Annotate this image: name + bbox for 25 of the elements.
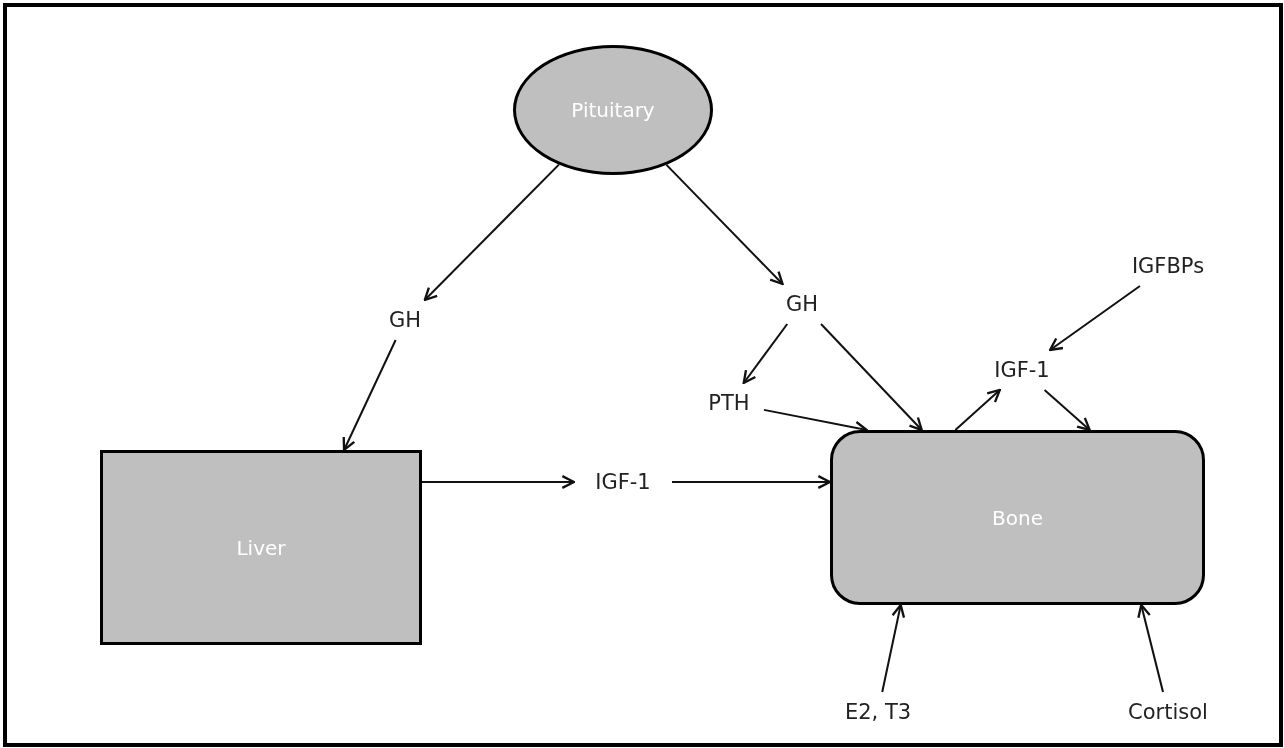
arrow: [1048, 285, 1141, 352]
arrow: [342, 339, 397, 452]
arrow: [1137, 603, 1164, 693]
hormone-label: GH: [785, 292, 819, 316]
hormone-label: IGFBPs: [1131, 254, 1205, 278]
arrow: [1043, 389, 1091, 432]
hormone-label: IGF-1: [595, 470, 651, 494]
organ-label: Liver: [236, 535, 286, 560]
organ-label: Bone: [992, 505, 1043, 530]
organ-box: [100, 450, 422, 645]
arrow: [421, 475, 576, 489]
hormone-label: E2, T3: [844, 700, 912, 724]
hormone-label: IGF-1: [994, 358, 1050, 382]
arrow: [671, 475, 832, 489]
arrow: [665, 163, 784, 286]
organ-rounded-box: [830, 430, 1205, 605]
arrow: [820, 323, 923, 432]
hormone-label: PTH: [708, 391, 750, 415]
arrow: [881, 603, 906, 693]
hormone-label: GH: [388, 308, 422, 332]
hormone-label: Cortisol: [1128, 700, 1208, 724]
arrow: [423, 163, 560, 302]
organ-label: Pituitary: [571, 98, 655, 122]
arrow: [742, 323, 789, 385]
arrow: [954, 388, 1001, 431]
